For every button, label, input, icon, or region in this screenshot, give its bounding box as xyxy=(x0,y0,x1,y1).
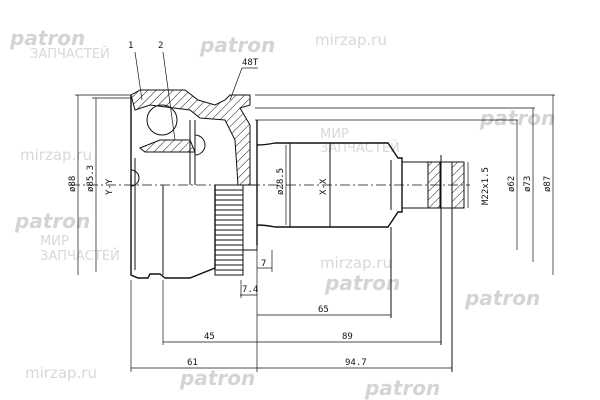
shaft xyxy=(256,120,465,372)
dimension-labels: 1 2 48T ø88 ø85.3 Y-Y ø28.5 X-X M22x1.5 … xyxy=(68,41,553,368)
callout-1: 1 xyxy=(128,41,133,51)
watermark-site: mirzap.ru xyxy=(320,254,392,272)
watermark-shop: МИР xyxy=(40,234,69,249)
watermarks: patron ЗАПЧАСТЕЙ patron mirzap.ru patron… xyxy=(9,26,555,400)
dimension-lines xyxy=(75,51,555,372)
dim-d73: ø73 xyxy=(523,176,533,192)
watermark-brand: patron xyxy=(464,286,540,310)
watermark-brand: patron xyxy=(199,33,275,57)
dim-7-4: 7.4 xyxy=(242,285,258,295)
dim-d88: ø88 xyxy=(68,176,78,192)
dim-d28-5: ø28.5 xyxy=(276,168,286,195)
axis-yy: Y-Y xyxy=(105,178,115,195)
dim-d62: ø62 xyxy=(507,176,517,192)
watermark-site: mirzap.ru xyxy=(20,146,92,164)
watermark-brand: patron xyxy=(179,366,255,390)
dim-thread: M22x1.5 xyxy=(481,167,491,205)
dim-d85-3: ø85.3 xyxy=(86,165,96,192)
dim-94-7: 94.7 xyxy=(345,358,367,368)
callout-2: 2 xyxy=(158,41,163,51)
dim-45: 45 xyxy=(204,332,215,342)
dim-61: 61 xyxy=(187,358,198,368)
dim-d87: ø87 xyxy=(543,176,553,192)
watermark-brand: patron xyxy=(14,209,90,233)
abs-ring xyxy=(214,184,258,276)
watermark-brand: patron xyxy=(324,271,400,295)
joint-housing xyxy=(130,89,251,279)
watermark-shop: ЗАПЧАСТЕЙ xyxy=(40,248,120,264)
callout-48t: 48T xyxy=(242,58,259,68)
watermark-brand: patron xyxy=(364,376,440,400)
watermark-shop: МИР xyxy=(320,127,349,142)
dim-65: 65 xyxy=(318,305,329,315)
watermark-shop: ЗАПЧАСТЕЙ xyxy=(30,46,110,62)
dim-89: 89 xyxy=(342,332,353,342)
watermark-brand: patron xyxy=(9,26,85,50)
watermark-site: mirzap.ru xyxy=(315,31,387,49)
watermark-site: mirzap.ru xyxy=(25,364,97,382)
dim-7: 7 xyxy=(261,259,266,269)
watermark-shop: ЗАПЧАСТЕЙ xyxy=(320,140,400,156)
axis-xx: X-X xyxy=(319,178,329,195)
